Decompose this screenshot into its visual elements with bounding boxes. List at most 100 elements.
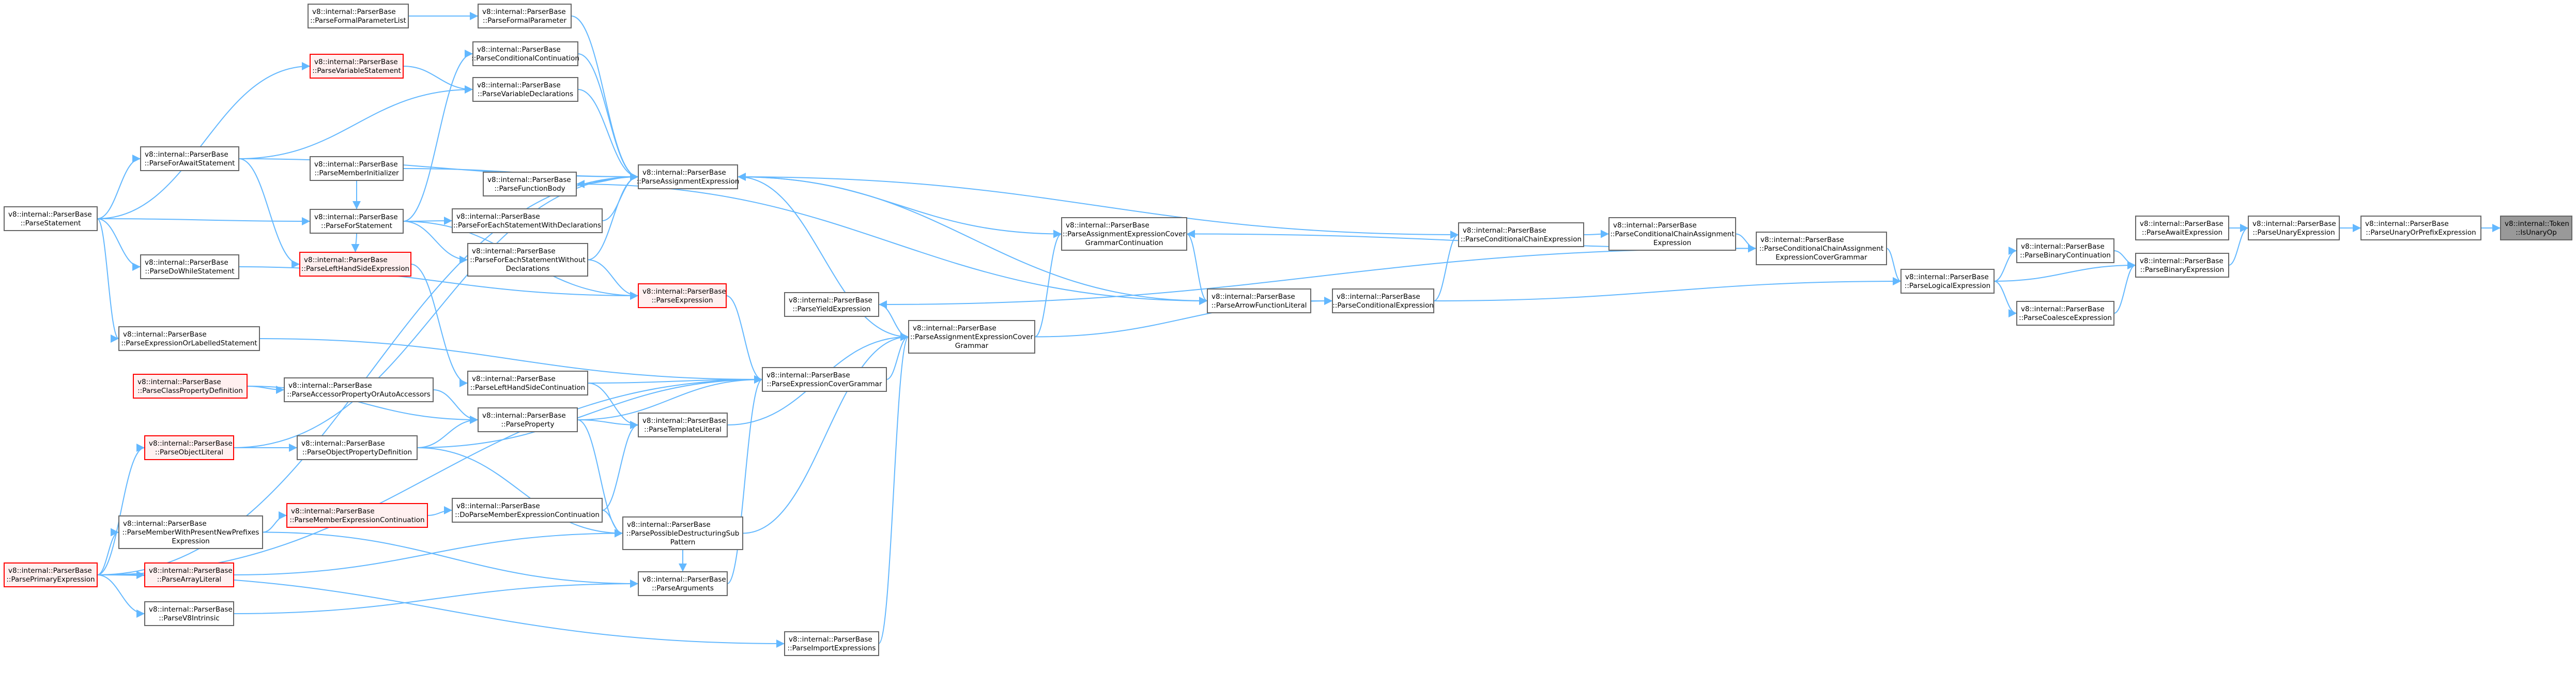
node-box[interactable] bbox=[638, 283, 727, 308]
graph-node-pstmt[interactable]: v8::internal::ParserBase::ParseStatement bbox=[4, 206, 98, 231]
node-box[interactable] bbox=[144, 601, 234, 626]
graph-node-paecg[interactable]: v8::internal::ParserBase::ParseAssignmen… bbox=[908, 320, 1035, 354]
node-box[interactable] bbox=[472, 77, 578, 102]
graph-node-pv8i[interactable]: v8::internal::ParserBase::ParseV8Intrins… bbox=[144, 601, 234, 626]
node-box[interactable] bbox=[638, 571, 728, 596]
node-box[interactable] bbox=[4, 562, 98, 587]
node-box[interactable] bbox=[478, 4, 572, 28]
graph-node-pie[interactable]: v8::internal::ParserBase::ParseImportExp… bbox=[784, 631, 879, 656]
node-box[interactable] bbox=[286, 503, 428, 528]
node-box[interactable] bbox=[310, 156, 404, 181]
graph-node-pfb[interactable]: v8::internal::ParserBase::ParseFunctionB… bbox=[483, 172, 577, 196]
node-box[interactable] bbox=[762, 367, 887, 392]
node-box[interactable] bbox=[308, 4, 409, 28]
graph-node-pbe[interactable]: v8::internal::ParserBase::ParseBinaryExp… bbox=[2135, 253, 2229, 278]
graph-node-plhsc[interactable]: v8::internal::ParserBase::ParseLeftHandS… bbox=[467, 371, 588, 395]
graph-node-pfpl[interactable]: v8::internal::ParserBase::ParseFormalPar… bbox=[308, 4, 409, 28]
node-box[interactable] bbox=[144, 435, 234, 460]
node-box[interactable] bbox=[784, 631, 879, 656]
graph-node-pue[interactable]: v8::internal::ParserBase::ParseUnaryExpr… bbox=[2248, 216, 2340, 240]
graph-node-plhse[interactable]: v8::internal::ParserBase::ParseLeftHandS… bbox=[299, 252, 411, 277]
graph-node-pce[interactable]: v8::internal::ParserBase::ParseCoalesceE… bbox=[2016, 301, 2114, 326]
node-box[interactable] bbox=[133, 374, 248, 399]
node-box[interactable] bbox=[144, 562, 234, 587]
node-box[interactable] bbox=[1061, 217, 1187, 251]
node-box[interactable] bbox=[2016, 301, 2114, 326]
node-box[interactable] bbox=[638, 413, 728, 437]
graph-node-pvd[interactable]: v8::internal::ParserBase::ParseVariableD… bbox=[472, 77, 578, 102]
node-box[interactable] bbox=[483, 172, 577, 196]
node-box[interactable] bbox=[478, 407, 578, 432]
node-box[interactable] bbox=[784, 292, 879, 317]
graph-node-pprop[interactable]: v8::internal::ParserBase::ParseProperty bbox=[478, 407, 578, 432]
graph-node-pbc[interactable]: v8::internal::ParserBase::ParseBinaryCon… bbox=[2016, 238, 2114, 263]
graph-node-pal[interactable]: v8::internal::ParserBase::ParseArrayLite… bbox=[144, 562, 234, 587]
graph-node-paecgc[interactable]: v8::internal::ParserBase::ParseAssignmen… bbox=[1061, 217, 1187, 251]
graph-node-pae[interactable]: v8::internal::ParserBase::ParseAssignmen… bbox=[637, 164, 740, 189]
node-box[interactable] bbox=[467, 243, 588, 277]
graph-node-pargs[interactable]: v8::internal::ParserBase::ParseArguments bbox=[638, 571, 728, 596]
node-box[interactable] bbox=[2248, 216, 2340, 240]
graph-node-peols[interactable]: v8::internal::ParserBase::ParseExpressio… bbox=[118, 326, 260, 351]
node-box[interactable] bbox=[299, 252, 411, 277]
node-box[interactable] bbox=[1332, 288, 1434, 313]
node-box[interactable] bbox=[140, 146, 239, 171]
graph-node-pfeswod[interactable]: v8::internal::ParserBase::ParseForEachSt… bbox=[467, 243, 588, 277]
node-box[interactable] bbox=[1900, 269, 1995, 294]
graph-node-pcca[interactable]: v8::internal::ParserBase::ParseCondition… bbox=[1608, 217, 1736, 251]
graph-node-pfas[interactable]: v8::internal::ParserBase::ParseForAwaitS… bbox=[140, 146, 239, 171]
node-box[interactable] bbox=[472, 41, 578, 66]
node-box[interactable] bbox=[2360, 216, 2481, 240]
node-box[interactable] bbox=[310, 209, 404, 234]
graph-node-pafl[interactable]: v8::internal::ParserBase::ParseArrowFunc… bbox=[1207, 288, 1311, 313]
node-box[interactable] bbox=[2135, 253, 2229, 278]
graph-node-pcpd[interactable]: v8::internal::ParserBase::ParseClassProp… bbox=[133, 374, 248, 399]
node-box[interactable] bbox=[118, 326, 260, 351]
graph-node-pvs[interactable]: v8::internal::ParserBase::ParseVariableS… bbox=[310, 54, 404, 79]
graph-node-popd[interactable]: v8::internal::ParserBase::ParseObjectPro… bbox=[297, 435, 418, 460]
graph-node-pecg[interactable]: v8::internal::ParserBase::ParseExpressio… bbox=[762, 367, 887, 392]
node-box[interactable] bbox=[908, 320, 1035, 354]
node-box[interactable] bbox=[638, 164, 738, 189]
node-box[interactable] bbox=[2016, 238, 2114, 263]
node-box[interactable] bbox=[1458, 222, 1584, 247]
graph-node-pye[interactable]: v8::internal::ParserBase::ParseYieldExpr… bbox=[784, 292, 879, 317]
graph-node-pdws[interactable]: v8::internal::ParserBase::ParseDoWhileSt… bbox=[140, 254, 239, 279]
node-box[interactable] bbox=[452, 498, 603, 523]
node-box[interactable] bbox=[622, 516, 743, 550]
graph-node-papoaa[interactable]: v8::internal::ParserBase::ParseAccessorP… bbox=[284, 377, 434, 402]
node-box[interactable] bbox=[140, 254, 239, 279]
graph-node-pexpr[interactable]: v8::internal::ParserBase::ParseExpressio… bbox=[638, 283, 727, 308]
graph-node-pmec[interactable]: v8::internal::ParserBase::ParseMemberExp… bbox=[286, 503, 428, 528]
node-box[interactable] bbox=[1608, 217, 1736, 251]
node-box[interactable] bbox=[1756, 232, 1887, 265]
graph-node-puope[interactable]: v8::internal::ParserBase::ParseUnaryOrPr… bbox=[2360, 216, 2481, 240]
node-box[interactable] bbox=[467, 371, 588, 395]
graph-node-pcche[interactable]: v8::internal::ParserBase::ParseCondition… bbox=[1458, 222, 1584, 247]
graph-node-pfeswd[interactable]: v8::internal::ParserBase::ParseForEachSt… bbox=[452, 208, 603, 233]
node-box[interactable] bbox=[2135, 216, 2229, 240]
graph-node-pccae[interactable]: v8::internal::ParserBase::ParseCondition… bbox=[1756, 232, 1887, 265]
node-box[interactable] bbox=[284, 377, 434, 402]
node-box[interactable] bbox=[2500, 216, 2572, 240]
node-box[interactable] bbox=[1207, 288, 1311, 313]
graph-node-pcc[interactable]: v8::internal::ParserBase::ParseCondition… bbox=[471, 41, 579, 66]
graph-node-pmi[interactable]: v8::internal::ParserBase::ParseMemberIni… bbox=[310, 156, 404, 181]
node-box[interactable] bbox=[452, 208, 603, 233]
graph-node-pol[interactable]: v8::internal::ParserBase::ParseObjectLit… bbox=[144, 435, 234, 460]
graph-node-pcond[interactable]: v8::internal::ParserBase::ParseCondition… bbox=[1332, 288, 1434, 313]
node-box[interactable] bbox=[118, 515, 263, 549]
graph-node-ptl[interactable]: v8::internal::ParserBase::ParseTemplateL… bbox=[638, 413, 728, 437]
graph-node-dpmec[interactable]: v8::internal::ParserBase::DoParseMemberE… bbox=[452, 498, 603, 523]
graph-node-pmwpnpe[interactable]: v8::internal::ParserBase::ParseMemberWit… bbox=[118, 515, 263, 549]
graph-node-ple[interactable]: v8::internal::ParserBase::ParseLogicalEx… bbox=[1900, 269, 1995, 294]
graph-node-pawe[interactable]: v8::internal::ParserBase::ParseAwaitExpr… bbox=[2135, 216, 2229, 240]
graph-node-ppds[interactable]: v8::internal::ParserBase::ParsePossibleD… bbox=[622, 516, 743, 550]
node-box[interactable] bbox=[4, 206, 98, 231]
graph-node-pfs[interactable]: v8::internal::ParserBase::ParseForStatem… bbox=[310, 209, 404, 234]
node-box[interactable] bbox=[297, 435, 418, 460]
graph-node-pfp[interactable]: v8::internal::ParserBase::ParseFormalPar… bbox=[478, 4, 572, 28]
graph-node-ppe[interactable]: v8::internal::ParserBase::ParsePrimaryEx… bbox=[4, 562, 98, 587]
node-box[interactable] bbox=[310, 54, 404, 79]
graph-node-root[interactable]: v8::internal::Token::IsUnaryOp bbox=[2500, 216, 2572, 240]
